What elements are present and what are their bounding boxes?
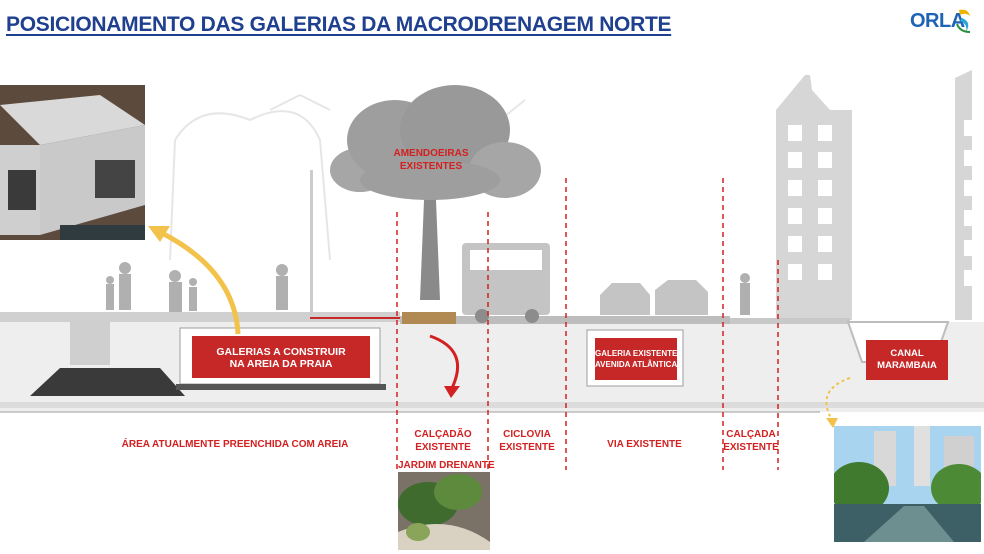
- page-title: POSICIONAMENTO DAS GALERIAS DA MACRODREN…: [6, 13, 672, 36]
- tree: [330, 85, 541, 324]
- ground: [0, 312, 984, 413]
- logo-text: ORLA: [910, 10, 965, 32]
- cars: [600, 280, 708, 315]
- red-curved-arrow-icon: [429, 334, 460, 389]
- people: [106, 262, 750, 315]
- existing-gallery: [586, 329, 684, 387]
- jardim-drenante-label: JARDIM DRENANTE: [398, 460, 495, 471]
- sand-berm: [30, 368, 185, 396]
- building-right: [776, 70, 972, 320]
- zone-dividers: [396, 178, 779, 470]
- zone-area-areia: ÁREA ATUALMENTE PREENCHIDA COM AREIA: [121, 439, 349, 450]
- orla-logo: ORLA: [910, 6, 980, 36]
- photo-jardim-drenante: [398, 472, 490, 550]
- logo-icon: [956, 9, 971, 33]
- zone-via: VIA EXISTENTE: [607, 439, 682, 450]
- yellow-curved-arrow-icon: [158, 229, 241, 335]
- photo-precast-galleries: [0, 85, 145, 240]
- bus: [462, 243, 550, 323]
- yellow-dotted-arrow-icon: [825, 377, 851, 421]
- photo-canal-marambaia: [834, 426, 981, 542]
- canal: [846, 321, 950, 380]
- new-galleries: [176, 327, 386, 390]
